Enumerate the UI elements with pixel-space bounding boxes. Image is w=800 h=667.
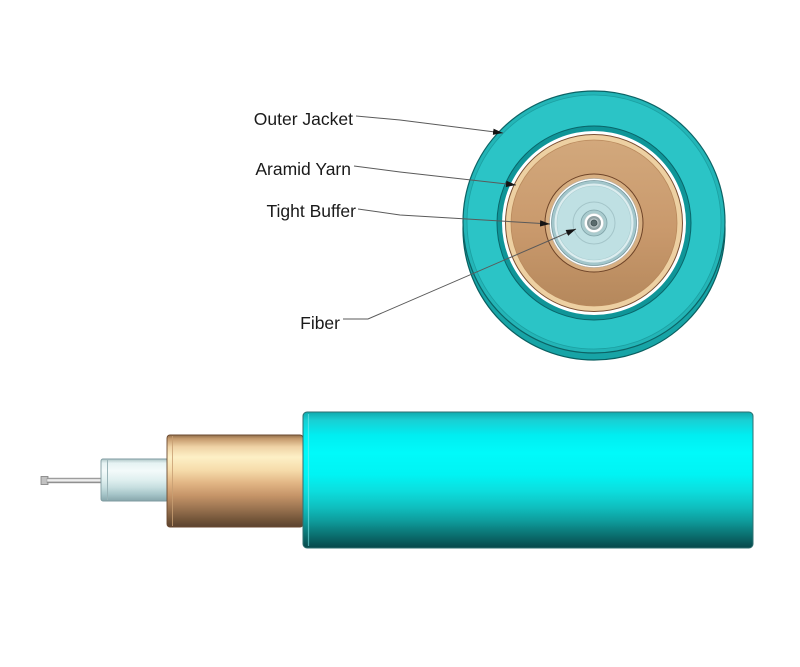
aramid-yarn-cylinder [166,434,304,528]
label-aramid-yarn: Aramid Yarn [255,159,351,179]
labels: Outer Jacket Aramid Yarn Tight Buffer Fi… [254,109,356,333]
outer-jacket-cylinder [302,411,754,549]
tight-buffer-inner-ring [572,201,616,245]
leader-line-outer-jacket [355,115,504,135]
leader-lines [343,115,577,320]
leader-line-tight-buffer [357,208,551,227]
cross-section-view [462,90,726,361]
label-outer-jacket: Outer Jacket [254,109,353,129]
label-fiber: Fiber [300,313,340,333]
side-view [40,411,754,549]
label-tight-buffer: Tight Buffer [267,201,357,221]
fiber-core [590,219,598,227]
leader-line-fiber [343,228,577,320]
bare-fiber [46,477,104,484]
tight-buffer-cylinder [100,458,169,502]
leader-line-aramid-yarn [353,165,517,188]
